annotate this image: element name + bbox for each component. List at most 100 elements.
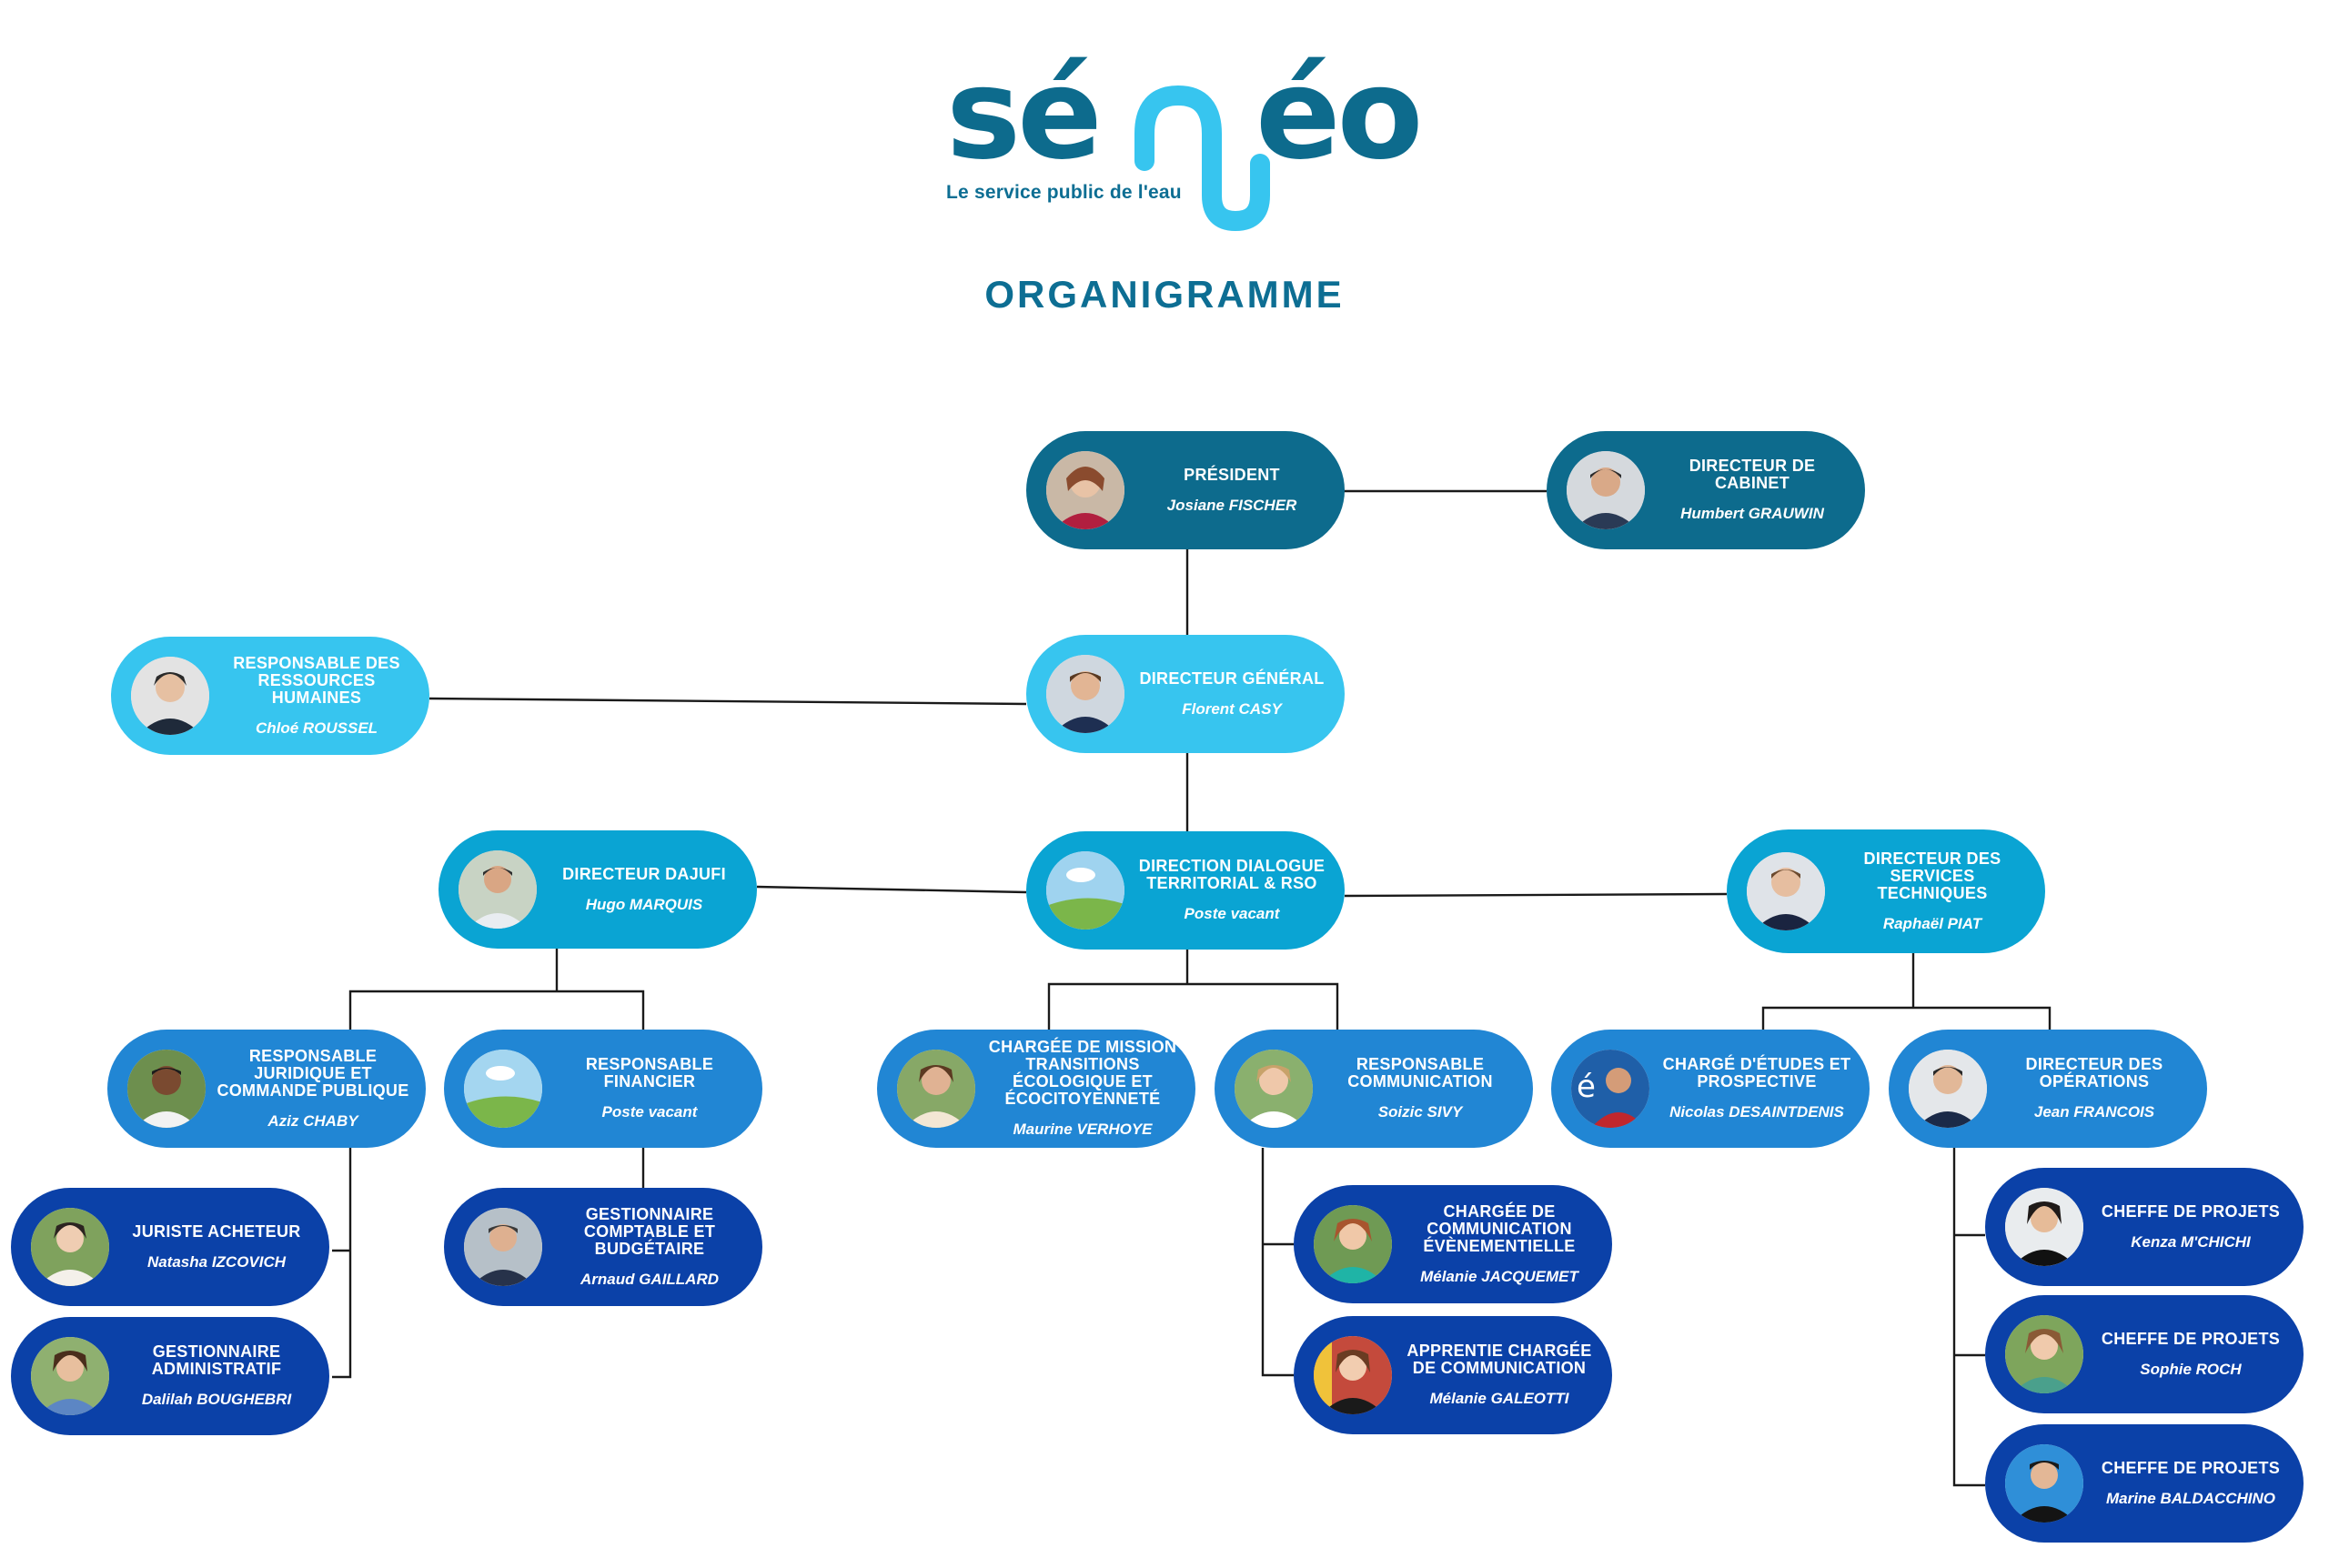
- line-operations-staff: [1954, 1148, 1985, 1485]
- line-techniques-bus: [1763, 1008, 2050, 1030]
- landscape-placeholder-icon: [1046, 851, 1124, 930]
- node-role: RESPONSABLE DES RESSOURCES HUMAINES: [218, 655, 415, 707]
- node-dialogue[interactable]: DIRECTION DIALOGUE TERRITORIAL & RSO Post…: [1026, 831, 1345, 950]
- node-role: DIRECTEUR DES SERVICES TECHNIQUES: [1834, 850, 2031, 902]
- node-person: Jean FRANCOIS: [2034, 1103, 2154, 1121]
- node-president[interactable]: PRÉSIDENT Josiane FISCHER: [1026, 431, 1345, 549]
- avatar-portrait-icon: [1909, 1050, 1987, 1128]
- node-person: Florent CASY: [1182, 700, 1282, 719]
- node-comptable[interactable]: GESTIONNAIRE COMPTABLE ET BUDGÉTAIRE Arna…: [444, 1188, 762, 1306]
- node-role: JURISTE ACHETEUR: [132, 1223, 300, 1241]
- node-dajufi[interactable]: DIRECTEUR DAJUFI Hugo MARQUIS: [439, 830, 757, 949]
- node-person: Mélanie GALEOTTI: [1429, 1390, 1568, 1408]
- node-person: Poste vacant: [1185, 905, 1280, 923]
- landscape-placeholder-icon: [464, 1050, 542, 1128]
- node-person: Sophie ROCH: [2140, 1361, 2241, 1379]
- node-person: Hugo MARQUIS: [586, 896, 702, 914]
- avatar-portrait-icon: [2005, 1444, 2083, 1523]
- node-financier[interactable]: RESPONSABLE FINANCIER Poste vacant: [444, 1030, 762, 1148]
- avatar-portrait-icon: [1747, 852, 1825, 930]
- node-role: APPRENTIE CHARGÉE DE COMMUNICATION: [1401, 1342, 1598, 1377]
- node-role: CHARGÉE DE MISSION TRANSITIONS ÉCOLOGIQU…: [984, 1039, 1181, 1108]
- node-projets-3[interactable]: CHEFFE DE PROJETS Marine BALDACCHINO: [1985, 1424, 2304, 1543]
- node-person: Chloé ROUSSEL: [256, 719, 378, 738]
- node-person: Soizic SIVY: [1378, 1103, 1463, 1121]
- node-role: GESTIONNAIRE COMPTABLE ET BUDGÉTAIRE: [551, 1206, 748, 1258]
- node-role: RESPONSABLE FINANCIER: [551, 1056, 748, 1091]
- node-person: Marine BALDACCHINO: [2106, 1490, 2275, 1508]
- node-role: CHEFFE DE PROJETS: [2102, 1203, 2280, 1221]
- node-role: CHEFFE DE PROJETS: [2102, 1331, 2280, 1348]
- svg-text:sé: sé: [946, 50, 1099, 187]
- brand-tagline: Le service public de l'eau: [946, 182, 1182, 204]
- avatar-portrait-icon: [1046, 655, 1124, 733]
- node-person: Dalilah BOUGHEBRI: [142, 1391, 291, 1409]
- node-communication[interactable]: RESPONSABLE COMMUNICATION Soizic SIVY: [1215, 1030, 1533, 1148]
- avatar-portrait-icon: [2005, 1188, 2083, 1266]
- line-dajufi-bus: [350, 991, 643, 1030]
- node-etudes[interactable]: é CHARGÉ D'ÉTUDES ET PROSPECTIVE Nicolas …: [1551, 1030, 1870, 1148]
- avatar-portrait-icon: [31, 1208, 109, 1286]
- node-person: Raphaël PIAT: [1883, 915, 1981, 933]
- node-person: Natasha IZCOVICH: [147, 1253, 286, 1271]
- line-dialogue-techniques: [1345, 894, 1727, 896]
- line-dajufi-dialogue: [757, 887, 1026, 892]
- svg-text:é: é: [1577, 1069, 1596, 1105]
- avatar-portrait-icon: [131, 657, 209, 735]
- node-techniques[interactable]: DIRECTEUR DES SERVICES TECHNIQUES Raphaël…: [1727, 829, 2045, 953]
- node-person: Humbert GRAUWIN: [1680, 505, 1824, 523]
- node-person: Josiane FISCHER: [1167, 497, 1297, 515]
- node-person: Mélanie JACQUEMET: [1420, 1268, 1578, 1286]
- node-role: DIRECTION DIALOGUE TERRITORIAL & RSO: [1134, 858, 1330, 892]
- avatar-portrait-icon: [2005, 1315, 2083, 1393]
- line-dialogue-bus: [1049, 984, 1337, 1030]
- avatar-portrait-icon: [1046, 451, 1124, 529]
- node-role: DIRECTEUR GÉNÉRAL: [1139, 670, 1324, 688]
- avatar-portrait-icon: [1314, 1336, 1392, 1414]
- node-role: DIRECTEUR DES OPÉRATIONS: [1996, 1056, 2193, 1091]
- node-juriste[interactable]: JURISTE ACHETEUR Natasha IZCOVICH: [11, 1188, 329, 1306]
- avatar-portrait-icon: [1567, 451, 1645, 529]
- line-juridique-staff: [332, 1148, 350, 1377]
- node-projets-2[interactable]: CHEFFE DE PROJETS Sophie ROCH: [1985, 1295, 2304, 1413]
- node-role: CHARGÉ D'ÉTUDES ET PROSPECTIVE: [1659, 1056, 1855, 1091]
- node-dg[interactable]: DIRECTEUR GÉNÉRAL Florent CASY: [1026, 635, 1345, 753]
- node-gestadmin[interactable]: GESTIONNAIRE ADMINISTRATIF Dalilah BOUGHE…: [11, 1317, 329, 1435]
- node-role: CHARGÉE DE COMMUNICATION ÉVÈNEMENTIELLE: [1401, 1203, 1598, 1255]
- node-person: Arnaud GAILLARD: [580, 1271, 719, 1289]
- seneo-logo: sé éo: [946, 50, 1419, 232]
- seneo-wordmark: sé éo: [946, 50, 1419, 232]
- node-juridique[interactable]: RESPONSABLE JURIDIQUE ET COMMANDE PUBLIQ…: [107, 1030, 426, 1148]
- node-apprentie[interactable]: APPRENTIE CHARGÉE DE COMMUNICATION Mélani…: [1294, 1316, 1612, 1434]
- node-role: PRÉSIDENT: [1184, 467, 1280, 484]
- node-cabinet[interactable]: DIRECTEUR DE CABINET Humbert GRAUWIN: [1547, 431, 1865, 549]
- node-person: Kenza M'CHICHI: [2131, 1233, 2251, 1251]
- node-role: CHEFFE DE PROJETS: [2102, 1460, 2280, 1477]
- page-title: ORGANIGRAMME: [0, 273, 2329, 317]
- line-communication-staff: [1263, 1148, 1294, 1375]
- node-projets-1[interactable]: CHEFFE DE PROJETS Kenza M'CHICHI: [1985, 1168, 2304, 1286]
- node-role: GESTIONNAIRE ADMINISTRATIF: [118, 1343, 315, 1378]
- node-person: Nicolas DESAINTDENIS: [1669, 1103, 1844, 1121]
- avatar-portrait-icon: [459, 850, 537, 929]
- node-role: RESPONSABLE JURIDIQUE ET COMMANDE PUBLIQ…: [215, 1048, 411, 1100]
- svg-text:éo: éo: [1255, 50, 1419, 187]
- line-rh-dg: [429, 699, 1026, 704]
- node-role: DIRECTEUR DE CABINET: [1654, 457, 1850, 492]
- node-operations[interactable]: DIRECTEUR DES OPÉRATIONS Jean FRANCOIS: [1889, 1030, 2207, 1148]
- node-role: RESPONSABLE COMMUNICATION: [1322, 1056, 1518, 1091]
- avatar-portrait-icon: [464, 1208, 542, 1286]
- node-evenement[interactable]: CHARGÉE DE COMMUNICATION ÉVÈNEMENTIELLE M…: [1294, 1185, 1612, 1303]
- avatar-portrait-icon: [897, 1050, 975, 1128]
- avatar-portrait-icon: [127, 1050, 206, 1128]
- avatar-portrait-icon: é: [1571, 1050, 1649, 1128]
- node-role: DIRECTEUR DAJUFI: [562, 866, 726, 883]
- node-mission[interactable]: CHARGÉE DE MISSION TRANSITIONS ÉCOLOGIQU…: [877, 1030, 1195, 1148]
- node-rh[interactable]: RESPONSABLE DES RESSOURCES HUMAINES Chloé…: [111, 637, 429, 755]
- node-person: Poste vacant: [602, 1103, 698, 1121]
- node-person: Aziz CHABY: [267, 1112, 358, 1131]
- avatar-portrait-icon: [31, 1337, 109, 1415]
- avatar-portrait-icon: [1235, 1050, 1313, 1128]
